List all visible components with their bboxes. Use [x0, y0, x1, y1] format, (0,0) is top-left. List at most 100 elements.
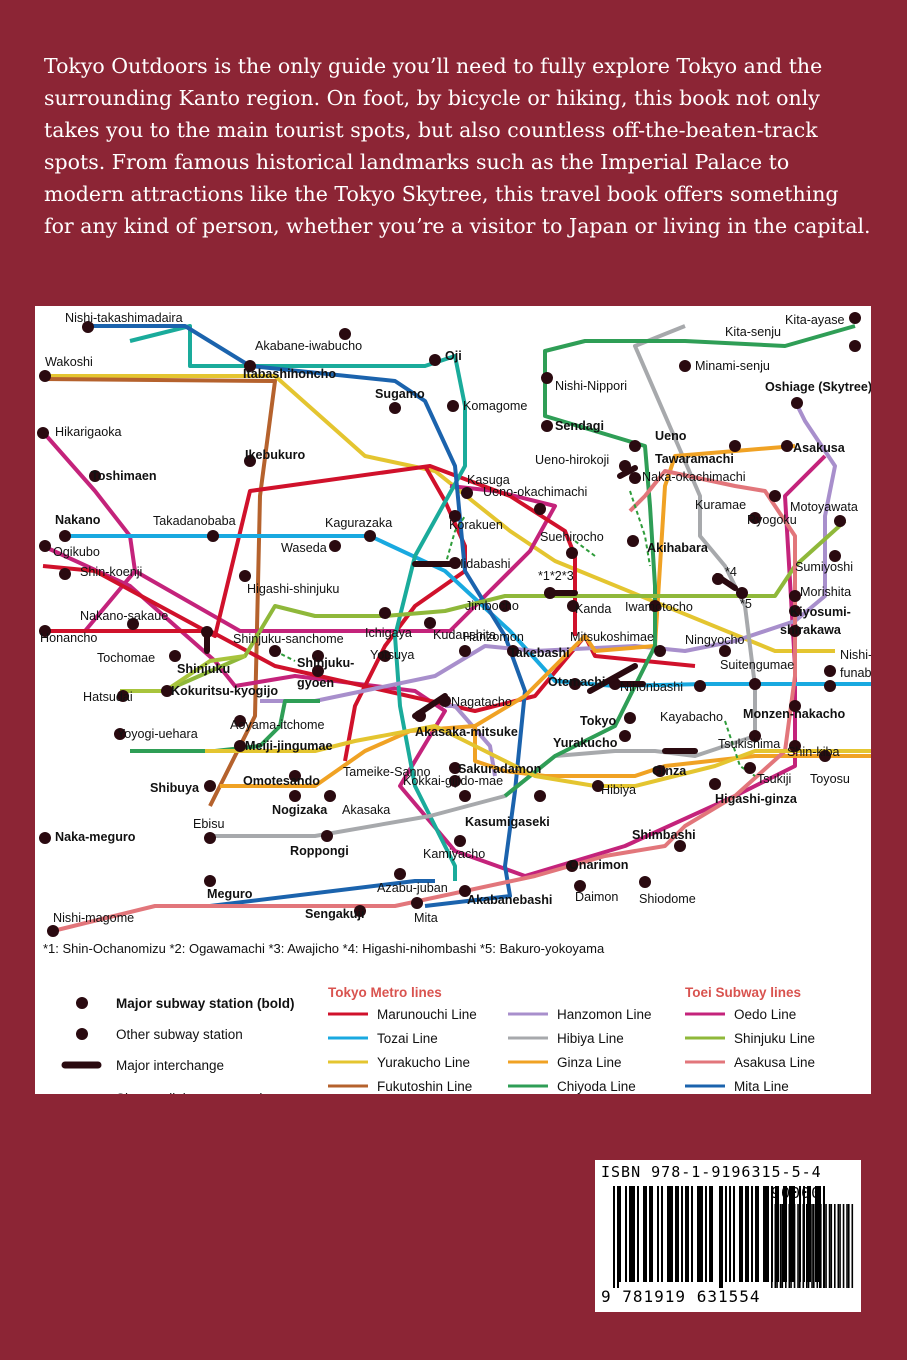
barcode-bar — [751, 1186, 753, 1282]
station-label: Azabu-juban — [377, 881, 448, 895]
station-label: Kokkai-gijido-mae — [403, 774, 503, 788]
station-label: Ogikubo — [53, 545, 100, 559]
barcode-bar — [777, 1186, 779, 1282]
station-label: Ningyocho — [685, 633, 745, 647]
station-dot — [507, 645, 519, 657]
station-label: Yoyogi-uehara — [117, 727, 198, 741]
station-label: Ueno-hirokoji — [535, 453, 609, 467]
barcode-bar — [771, 1204, 773, 1288]
station-dot — [449, 775, 461, 787]
station-label: Kiyosumi- — [790, 605, 851, 619]
station-label: Takadanobaba — [153, 514, 236, 528]
barcode-bar — [776, 1204, 778, 1288]
station-label: *5 — [740, 597, 752, 611]
barcode-bar — [671, 1186, 673, 1282]
barcode-bar — [809, 1186, 811, 1282]
walk-0 — [444, 515, 466, 567]
station-dot — [569, 678, 581, 690]
station-dot — [39, 540, 51, 552]
station-label: Aoyama-itchome — [230, 718, 325, 732]
barcode-bar — [719, 1186, 721, 1288]
station-dot — [649, 600, 661, 612]
station-dot — [627, 535, 639, 547]
station-dot — [234, 740, 246, 752]
interchange-7 — [714, 573, 738, 591]
station-dot — [541, 372, 553, 384]
interchange-8 — [617, 465, 638, 479]
station-dot — [244, 455, 256, 467]
station-dot — [364, 530, 376, 542]
station-dot — [169, 650, 181, 662]
station-label: Shimbashi — [632, 828, 696, 842]
station-dot — [59, 530, 71, 542]
station-dot — [114, 728, 126, 740]
barcode-bar — [687, 1186, 689, 1282]
station-dot — [339, 328, 351, 340]
barcode-bar — [733, 1186, 735, 1282]
station-dot — [781, 440, 793, 452]
barcode-bar — [725, 1186, 727, 1282]
legend-other-dot — [76, 1028, 88, 1040]
station-label: Mita — [414, 911, 438, 925]
station-label: Shibuya — [150, 781, 200, 795]
barcode-bar — [633, 1186, 635, 1282]
barcode-bar — [745, 1186, 747, 1282]
route-0 — [43, 374, 835, 653]
barcode-bar — [619, 1186, 621, 1282]
station-label: Mitsukoshimae — [570, 630, 654, 644]
barcode-bar — [617, 1186, 619, 1288]
barcode-bar — [699, 1186, 701, 1282]
station-label: Ueno-okachimachi — [483, 485, 587, 499]
station-dot — [424, 617, 436, 629]
station-label: Motoyawata — [790, 500, 858, 514]
legend-text: Other subway station — [116, 1027, 243, 1042]
barcode-bar — [651, 1186, 653, 1282]
barcode-bar — [739, 1186, 741, 1282]
barcode-bar — [629, 1186, 631, 1282]
station-dot — [749, 730, 761, 742]
station-dot — [459, 885, 471, 897]
barcode-bar — [830, 1204, 833, 1288]
station-label: Higashi-shinjuku — [247, 582, 339, 596]
station-dot — [629, 472, 641, 484]
station-label: Shin-koenji — [80, 565, 142, 579]
station-label: Minami-senju — [695, 359, 770, 373]
station-dot — [819, 750, 831, 762]
barcode-bar — [825, 1204, 827, 1288]
station-dot — [204, 875, 216, 887]
station-label: Oshiage (Skytree) — [765, 380, 871, 394]
station-dot — [312, 650, 324, 662]
station-label: Omotesando — [243, 774, 320, 788]
station-label: Kita-ayase — [785, 313, 845, 327]
station-label: Monzen-nakacho — [743, 707, 845, 721]
station-dot — [324, 790, 336, 802]
station-label: Suitengumae — [720, 658, 794, 672]
station-label: Iidabashi — [460, 557, 510, 571]
station-dot — [394, 868, 406, 880]
station-dot — [534, 790, 546, 802]
route-22 — [205, 724, 871, 788]
station-dot — [789, 605, 801, 617]
station-dot — [82, 321, 94, 333]
barcode-bar — [697, 1186, 699, 1282]
station-label: Hatsudai — [83, 690, 133, 704]
route-9 — [129, 324, 467, 881]
barcode-bar — [763, 1186, 765, 1282]
station-dot — [789, 625, 801, 637]
station-dot — [204, 780, 216, 792]
station-dot — [791, 397, 803, 409]
route-12 — [260, 400, 837, 703]
barcode-bar — [806, 1204, 808, 1288]
barcode-bar — [685, 1186, 687, 1282]
route-3 — [42, 454, 827, 878]
barcode-bar — [711, 1186, 713, 1282]
interchange-3 — [587, 663, 638, 694]
legend-text: Asakusa Line — [734, 1055, 815, 1070]
barcode-bar — [721, 1186, 723, 1288]
station-dot — [574, 880, 586, 892]
station-label: Tsukiji — [757, 772, 791, 786]
legend-text: Shinjuku Line — [734, 1031, 815, 1046]
station-label: Sumiyoshi — [795, 560, 853, 574]
station-dot — [411, 897, 423, 909]
station-label: Sugamo — [375, 387, 425, 401]
